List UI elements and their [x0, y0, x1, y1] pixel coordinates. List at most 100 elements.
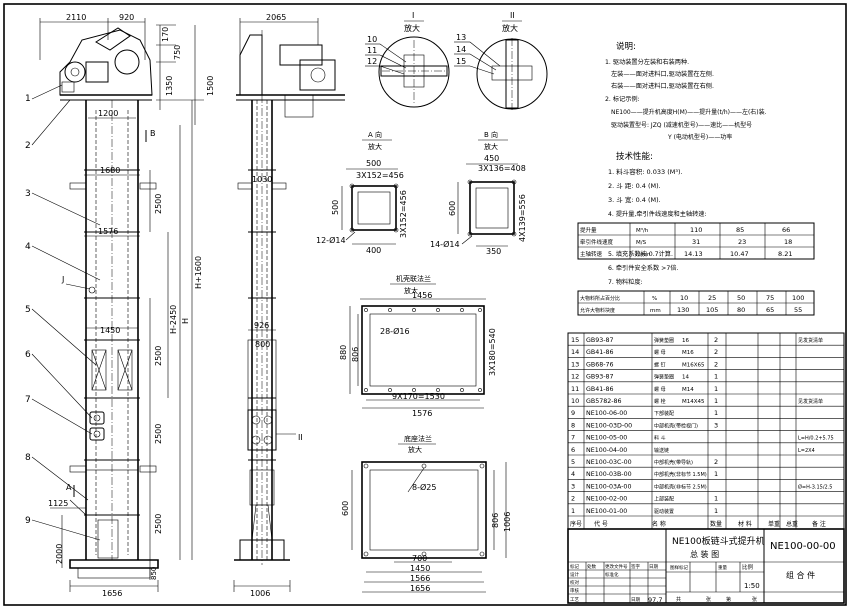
view-base-dim-1006: 1006 [503, 512, 512, 532]
notes-line-5: NE100——提升机高度H(M)——提升量(t/h)——左(右)装. [611, 108, 767, 116]
particle-row-2-unit: mm [650, 308, 661, 314]
tb-label-16: 张 [752, 596, 757, 603]
view-mid-dim-1530: 9X170=1530 [392, 392, 445, 401]
title-sub: 总 装 图 [690, 549, 719, 559]
bom-cell-code: NE100-02-00 [586, 496, 627, 503]
detail-I-part-10: 10 [367, 35, 377, 44]
dim-front-inner-1450: 1450 [100, 326, 120, 335]
bom-cell-code: GB68-76 [586, 361, 614, 368]
bom-cell-name: 中部机壳(带检视门) [654, 422, 698, 429]
bom-cell-no: 6 [571, 446, 575, 454]
view-mid-flange: 机壳联法兰 放大 1456 28-Ø16 880 806 3X180=540 9… [339, 274, 497, 418]
bom-cell-code: GB93-87 [586, 337, 614, 344]
dim-side-1030: 1030 [252, 175, 272, 184]
particle-row-2-label: 允许大物料块度 [580, 307, 615, 314]
tb-label-8: 审核 [570, 587, 579, 594]
callout-3: 3 [25, 189, 31, 199]
callout-5: 5 [25, 305, 31, 315]
view-A-dim-400: 400 [366, 246, 381, 255]
particle-row-1-label: 大物料所占百分比 [580, 295, 620, 302]
bom-cell-code: NE100-01-00 [586, 508, 627, 515]
perf-row-2-label: 牵引件线速度 [580, 238, 614, 246]
bom-cell-name: 中部机壳(非标节 1.5M) [654, 471, 707, 478]
bom-header-qty: 数量 [710, 520, 722, 528]
detail-I-part-12: 12 [367, 57, 377, 66]
bom-cell-no: 9 [571, 409, 575, 417]
bom-cell-name: 弹簧垫圈 [654, 337, 674, 344]
dim-front-inner-2500b: 2500 [154, 346, 163, 366]
detail-I-title: I [412, 11, 414, 20]
dim-front-inner-2000: 2000 [55, 544, 64, 564]
bom-cell-name: 螺 母 [654, 349, 666, 356]
bom-cell-qty: 1 [714, 409, 718, 417]
bom-cell-name: 料 斗 [654, 435, 666, 442]
view-mid-title: 机壳联法兰 [396, 274, 431, 283]
bom-cell-note: 见发货清单 [798, 337, 823, 344]
notes-line-7: Y (电动机型号)——功率 [667, 133, 732, 141]
detail-I-part-11: 11 [367, 46, 377, 55]
bom-header-totalw: 总重 [786, 520, 798, 528]
bom-cell-code: NE100-03C-00 [586, 459, 632, 466]
bom-cell-name: 螺 钉 [654, 361, 666, 368]
callout-6: 6 [25, 350, 31, 360]
view-A-holes: 12-Ø14 [316, 235, 346, 245]
view-base-dim-806: 806 [491, 513, 500, 528]
notes: 说明: 1. 驱动装置分左装和右装两种. 左装——面对进料口,驱动装置在左侧. … [605, 41, 767, 286]
view-mid-dim-1576: 1576 [412, 409, 432, 418]
bom-cell-no: 4 [571, 470, 575, 478]
view-base-dim-1656: 1656 [410, 584, 430, 593]
view-B-title: B 向 [484, 130, 498, 139]
view-A-dim-456-top: 3X152=456 [356, 171, 404, 180]
bom-cell-spec: M14 [682, 387, 694, 393]
dim-front-inner-850: 850 [150, 567, 158, 580]
perf-row-3-unit: r/min [636, 252, 651, 258]
bom-header-note: 备 注 [812, 520, 826, 528]
view-A-dim-456-right: 3X152=456 [399, 190, 408, 238]
bom-cell-name: 驱动装置 [654, 508, 674, 515]
view-B: B 向 放大 450 3X136=408 600 4X139=556 350 1… [430, 130, 527, 256]
bom-cell-qty: 2 [714, 348, 718, 356]
detail-II-part-13: 13 [456, 33, 466, 42]
bom-cell-no: 11 [571, 385, 579, 393]
callout-II: II [298, 433, 303, 442]
view-base-flange: 底座法兰 放大 8-Ø25 600 806 1006 700 1450 1566… [341, 434, 512, 593]
bom-cell-name: 弹簧垫圈 [654, 374, 674, 381]
bom-cell-code: GB41-86 [586, 386, 614, 393]
bom-cell-code: NE100-03B-00 [586, 471, 632, 478]
tech-line-4: 4. 提升量,牵引件线速度和主轴转速: [608, 210, 707, 218]
bom-cell-name: 螺 栓 [654, 398, 666, 405]
view-A-title: A 向 [368, 130, 382, 139]
view-base-dim-600: 600 [341, 501, 350, 516]
perf-row-2-v1: 31 [692, 238, 700, 246]
dim-side-800: 800 [255, 340, 270, 349]
dim-front-inner-H: H [181, 318, 190, 324]
bom-cell-code: NE100-03D-00 [586, 422, 632, 429]
view-B-dim-350: 350 [486, 247, 501, 256]
tb-label-1: 处数 [587, 563, 596, 570]
bom-cell-name: 下部装配 [654, 410, 674, 417]
perf-table: 提升量 M³/h 110 85 66 牵引件线速度 M/S 31 23 18 主… [577, 222, 815, 260]
bom-cell-no: 3 [571, 482, 575, 490]
bom-cell-name: 中部机壳(非标节 2.5M) [654, 483, 707, 490]
tb-label-15: 第 [726, 596, 731, 603]
bom-cell-no: 5 [571, 458, 575, 466]
bom-cell-code: GB93-87 [586, 374, 614, 381]
perf-row-3-v1: 14.13 [684, 250, 703, 258]
dim-front-right-2: 750 [173, 45, 182, 60]
notes-line-1: 1. 驱动装置分左装和右装两种. [605, 58, 689, 66]
bom-cell-code: GB5782-86 [586, 398, 622, 405]
dim-front-inner-1680: 1680 [100, 166, 120, 175]
callout-4: 4 [25, 242, 31, 252]
bom-header-name: 名 称 [652, 520, 666, 528]
detail-I-sub: 放大 [404, 23, 420, 33]
tb-label-2: 更改文件号 [605, 563, 628, 570]
bom-header-no: 序号 [570, 520, 582, 528]
bom-cell-qty: 1 [714, 495, 718, 503]
dim-front-inner-2500a: 2500 [154, 194, 163, 214]
section-marker-B: B [150, 129, 156, 138]
view-base-dim-1566: 1566 [410, 574, 430, 583]
bom-cell-qty: 1 [714, 470, 718, 478]
front-view: 2110 920 170 750 1350 1500 [39, 13, 215, 598]
bom-cell-note: Ø=H-3.15/2.5 [798, 483, 832, 490]
